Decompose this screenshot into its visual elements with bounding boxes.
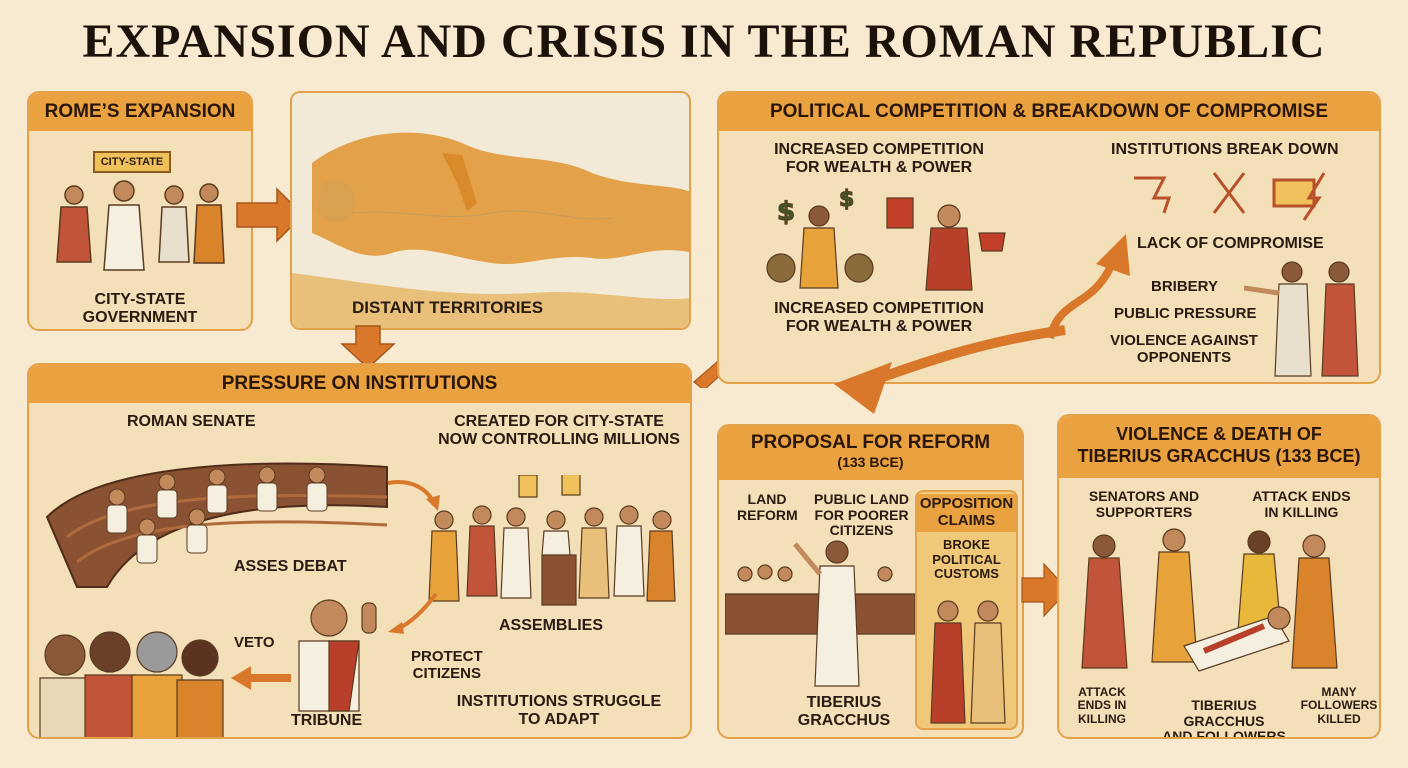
pressure-panel: PRESSURE ON INSTITUTIONS ROMAN SENATE AS… [27,363,692,739]
page-title: EXPANSION AND CRISIS IN THE ROMAN REPUBL… [82,15,1326,68]
roman-senate-label: ROMAN SENATE [127,413,256,430]
public-pressure-label: PUBLIC PRESSURE [1114,305,1257,322]
opposition-figures [930,600,1006,724]
bribery-label: BRIBERY [1151,278,1218,295]
citizen-figure [56,180,225,271]
struggle-label: INSTITUTIONS STRUGGLE TO ADAPT [456,693,662,728]
gracchus-name-label: TIBERIUS GRACCHUS [797,694,891,729]
violence-opponents-label: VIOLENCE AGAINST OPPONENTS [1110,332,1258,366]
opposition-header: OPPOSITION CLAIMS [917,494,1016,532]
expansion-header: ROME’S EXPANSION [29,93,251,131]
arrow-to-pressure [340,325,396,370]
broken-institutions-icons [1134,172,1326,221]
reform-panel: PROPOSAL FOR REFORM (133 BCE) LAND REFOR… [717,424,1024,739]
assemblies-label: ASSEMBLIES [499,617,604,634]
senators-label: SENATORS AND SUPPORTERS [1088,488,1200,520]
reform-speech-illustration [725,540,915,687]
citizens-group-illustration [39,631,224,737]
citizens-illustration [56,180,225,271]
arrow-veto [231,666,291,690]
violence-panel: VIOLENCE & DEATH OF TIBERIUS GRACCHUS (1… [1057,414,1381,739]
expansion-panel: ROME’S EXPANSION CITY-STATE CITY-STATE G… [27,91,253,331]
institutions-break-label: INSTITUTIONS BREAK DOWN [1111,141,1339,158]
attack-bottom-label: ATTACK ENDS IN KILLING [1077,685,1127,726]
competition-top-label: INCREASED COMPETITION FOR WEALTH & POWER [774,141,984,176]
competition-bottom-label: INCREASED COMPETITION FOR WEALTH & POWER [774,300,984,335]
veto-label: VETO [234,634,275,651]
opposition-text: BROKE POLITICAL CUSTOMS [932,537,1001,582]
arrow-senate-to-assemblies [387,480,440,511]
arrow-to-reform [834,325,1066,414]
violence-illustration [1081,528,1338,672]
reform-header: PROPOSAL FOR REFORM [750,432,991,453]
territory-map: DISTANT TERRITORIES [290,91,691,330]
land-reform-label: LAND REFORM [737,491,798,523]
confrontation-illustration [1244,261,1359,377]
created-for-label: CREATED FOR CITY-STATE NOW CONTROLLING M… [438,413,680,448]
svg-text:$: $ [777,197,795,227]
pressure-header: PRESSURE ON INSTITUTIONS [29,365,690,403]
arrow-to-violence [1021,562,1069,618]
protect-citizens-label: PROTECT CITIZENS [411,648,483,682]
assemblies-illustration [428,475,676,606]
city-state-caption: CITY-STATE GOVERNMENT [82,291,198,326]
tribune-label: TRIBUNE [291,712,363,729]
reform-header-bar: PROPOSAL FOR REFORM (133 BCE) [719,426,1022,480]
gracchus-followers-label: TIBERIUS GRACCHUS AND FOLLOWERS [1162,697,1286,739]
attack-top-label: ATTACK ENDS IN KILLING [1252,488,1351,520]
distant-territories-label: DISTANT TERRITORIES [352,298,544,317]
city-state-sign: CITY-STATE [93,151,171,173]
political-header: POLITICAL COMPETITION & BREAKDOWN OF COM… [719,93,1379,131]
lack-of-compromise-label: LACK OF COMPROMISE [1137,235,1324,252]
svg-text:$: $ [839,188,854,212]
reform-date: (133 BCE) [837,454,904,470]
violence-header: VIOLENCE & DEATH OF TIBERIUS GRACCHUS (1… [1059,416,1379,478]
senate-illustration [45,462,388,588]
city-state-sign-label: CITY-STATE [100,156,164,168]
mediterranean-map [292,93,689,328]
competition-illustration: $ $ [766,188,1006,291]
senate-caption: ASSES DEBAT [234,558,347,575]
tribune-illustration [298,599,377,712]
public-land-label: PUBLIC LAND FOR POORER CITIZENS [814,491,909,539]
many-killed-label: MANY FOLLOWERS KILLED [1300,685,1378,726]
arrow-assemblies-to-tribune [388,592,438,634]
opposition-box: OPPOSITION CLAIMS BROKE POLITICAL CUSTOM… [915,490,1018,730]
